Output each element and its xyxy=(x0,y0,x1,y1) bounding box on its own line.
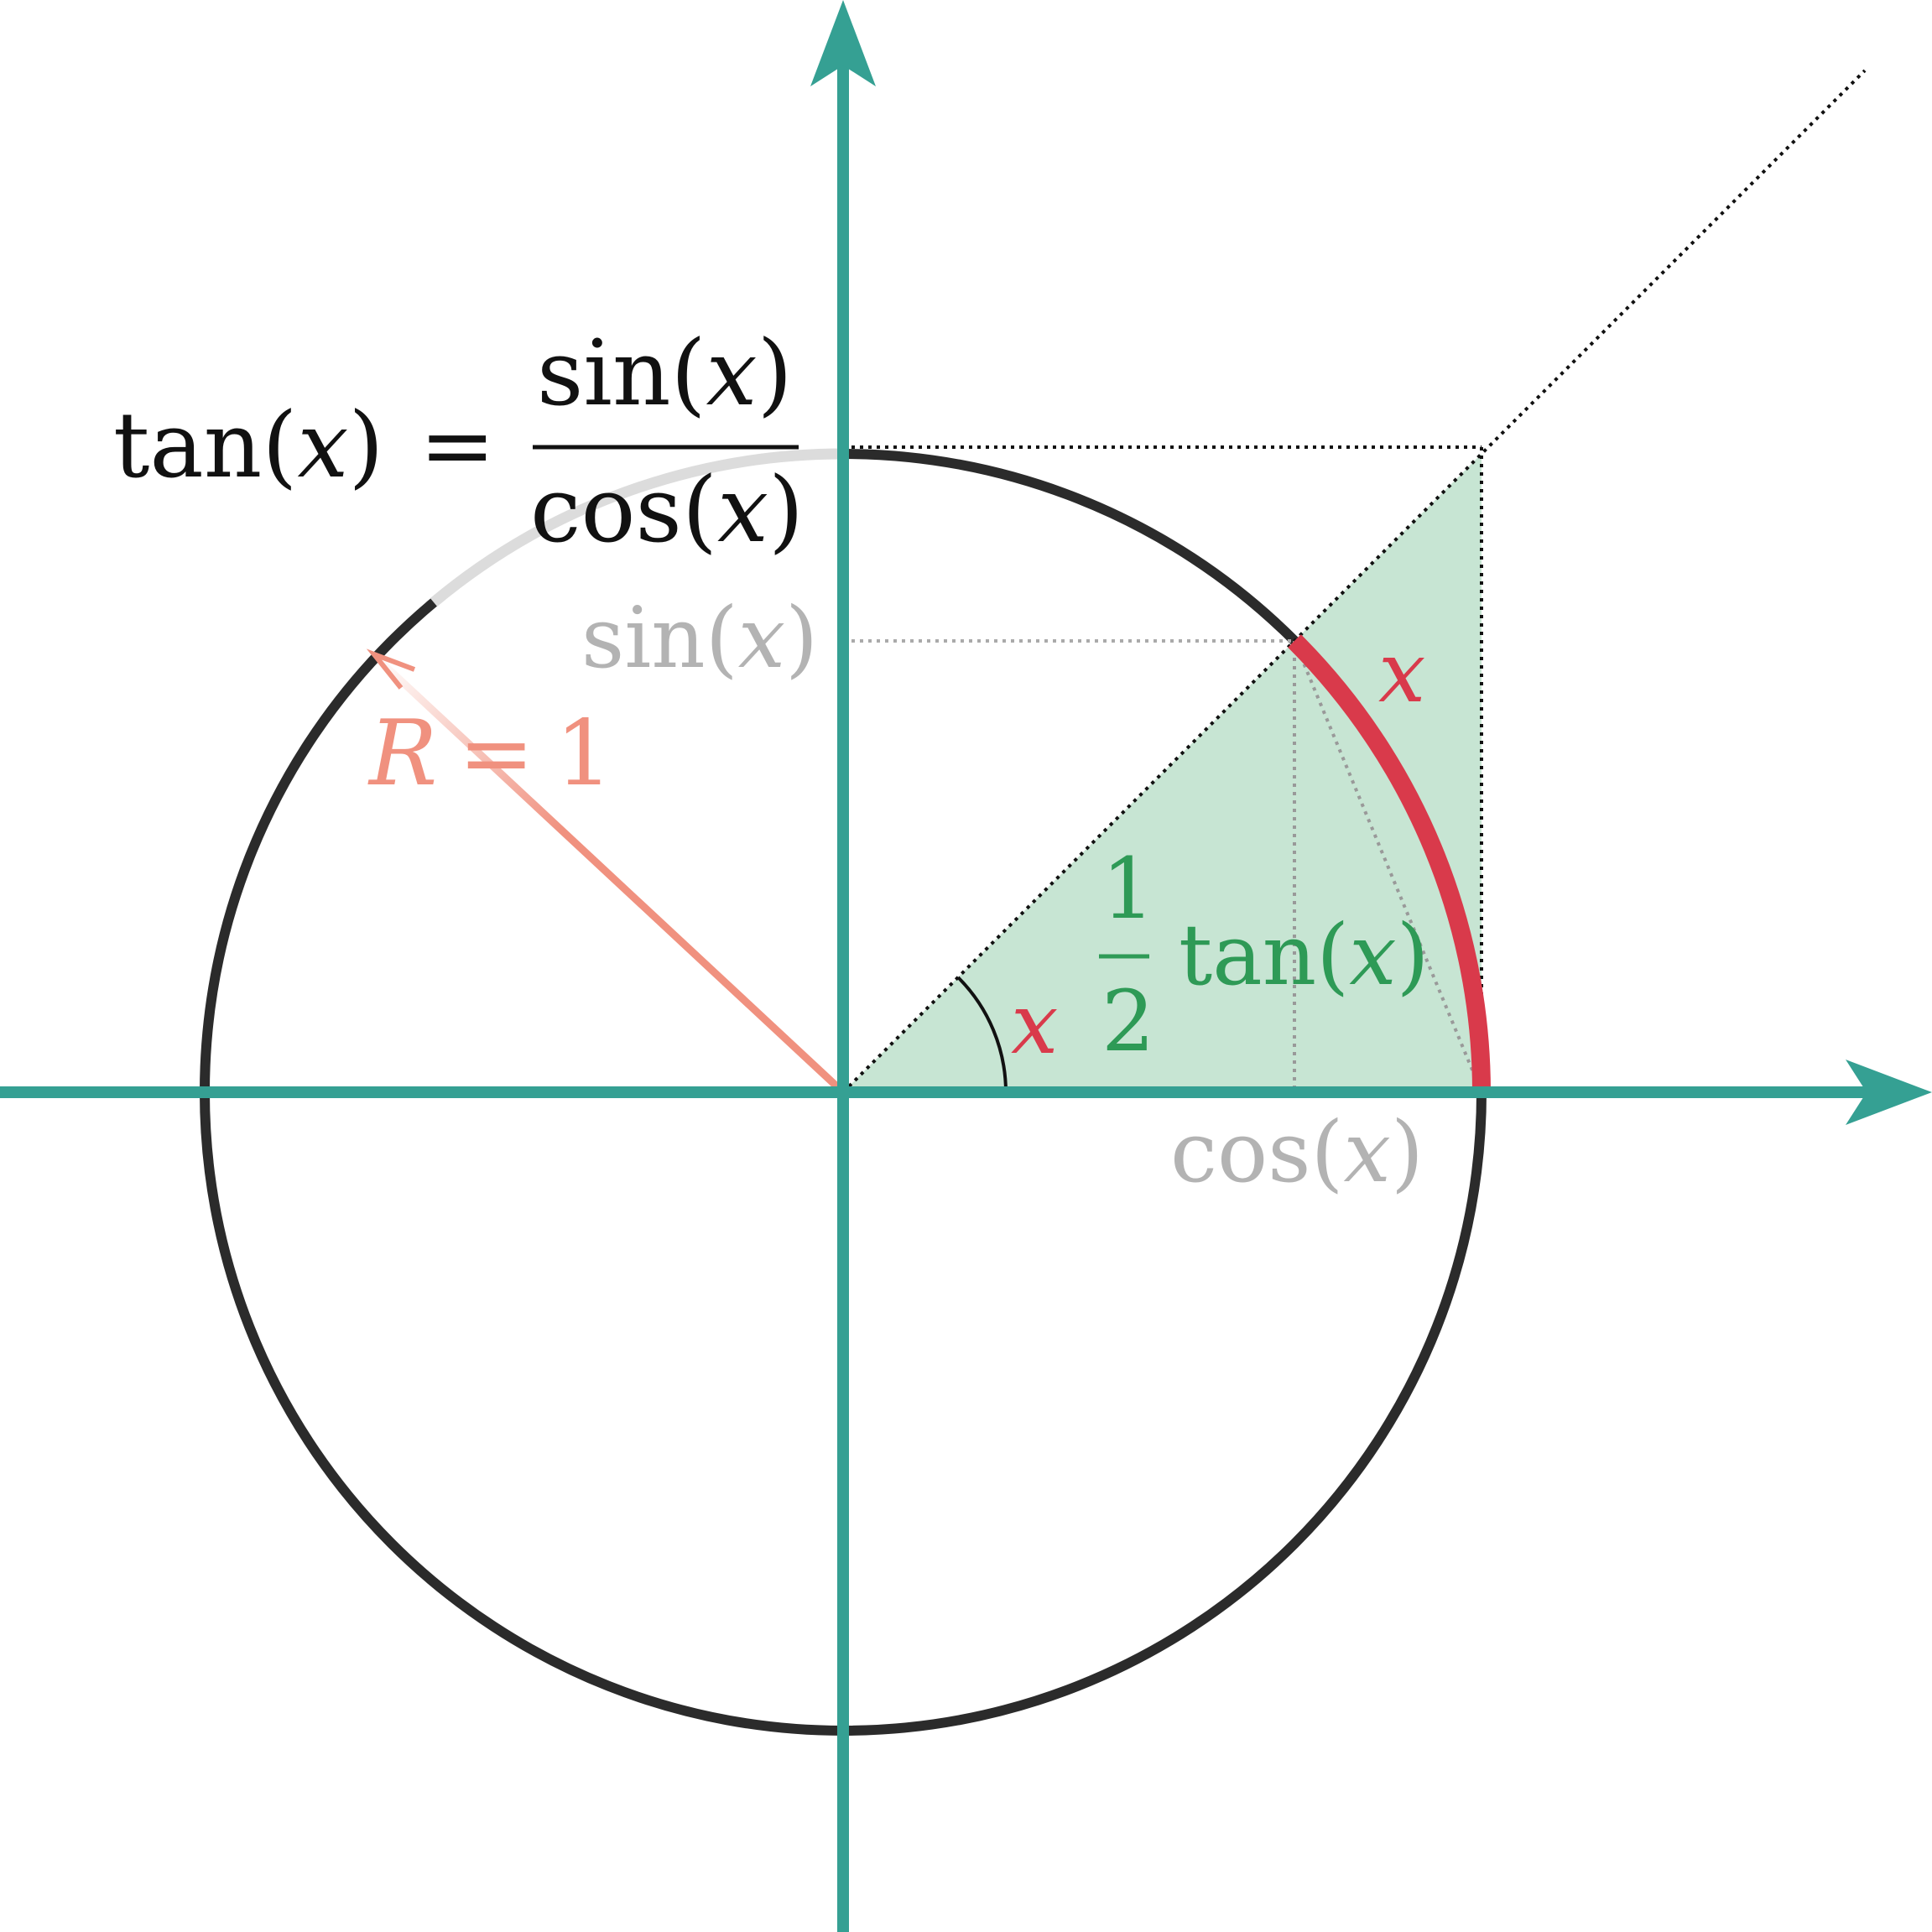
svg-text:tan(x): tan(x) xyxy=(113,393,384,498)
chord-helper-line xyxy=(1293,640,1483,1093)
formula-den-func: cos xyxy=(530,458,682,563)
svg-text:cos(x): cos(x) xyxy=(530,458,804,563)
sin-label-open: ( xyxy=(706,589,738,687)
radius-arrow-line xyxy=(378,659,846,1096)
tangent-formula: tan(x) = sin(x) cos(x) xyxy=(113,321,804,563)
formula-equals: = xyxy=(419,393,496,498)
area-label: 1 2 tan(x) xyxy=(1099,840,1429,1070)
formula-num-func: sin xyxy=(537,321,671,426)
sin-label: sin(x) xyxy=(581,589,818,687)
x-axis-arrowhead xyxy=(1846,1060,1932,1125)
y-axis-arrowhead xyxy=(810,0,876,86)
arc-label: x xyxy=(1378,623,1425,721)
unit-circle-faded-arc xyxy=(430,448,844,607)
area-label-close: ) xyxy=(1397,906,1429,1004)
cos-label-var: x xyxy=(1344,1103,1391,1201)
formula-lhs-var: x xyxy=(298,393,349,498)
cos-label-close: ) xyxy=(1391,1103,1424,1201)
formula-lhs-func: tan xyxy=(113,393,262,498)
sin-label-func: sin xyxy=(581,589,706,687)
area-label-numerator: 1 xyxy=(1101,840,1155,938)
radius-label-val: 1 xyxy=(555,701,613,806)
area-label-func: tan xyxy=(1179,906,1316,1004)
arc-length-x xyxy=(1288,634,1491,1093)
area-label-open: ( xyxy=(1316,906,1349,1004)
formula-den-var: x xyxy=(717,458,768,563)
formula-lhs-open: ( xyxy=(262,393,297,498)
svg-text:tan(x): tan(x) xyxy=(1179,906,1429,1004)
formula-num-close: ) xyxy=(758,321,793,426)
formula-num-var: x xyxy=(706,321,758,426)
formula-den-open: ( xyxy=(682,458,717,563)
radius-label: R=1 xyxy=(367,701,613,806)
sin-label-var: x xyxy=(738,589,785,687)
area-label-denominator: 2 xyxy=(1101,972,1155,1070)
sin-label-close: ) xyxy=(785,589,818,687)
cos-label: cos(x) xyxy=(1170,1103,1424,1201)
svg-text:sin(x): sin(x) xyxy=(537,321,793,426)
formula-num-open: ( xyxy=(671,321,706,426)
radius-label-var: R xyxy=(367,701,437,806)
area-label-var: x xyxy=(1349,906,1396,1004)
cos-label-func: cos xyxy=(1170,1103,1311,1201)
angle-label: x xyxy=(1011,975,1058,1073)
cos-label-open: ( xyxy=(1311,1103,1344,1201)
angle-ray-line xyxy=(841,69,1867,1094)
formula-lhs-close: ) xyxy=(348,393,383,498)
radius-arrowhead xyxy=(366,648,416,690)
radius-label-eq: = xyxy=(458,701,534,806)
angle-arc-mark xyxy=(956,976,1008,1093)
tangent-triangle-area xyxy=(843,454,1482,1092)
formula-den-close: ) xyxy=(768,458,804,563)
